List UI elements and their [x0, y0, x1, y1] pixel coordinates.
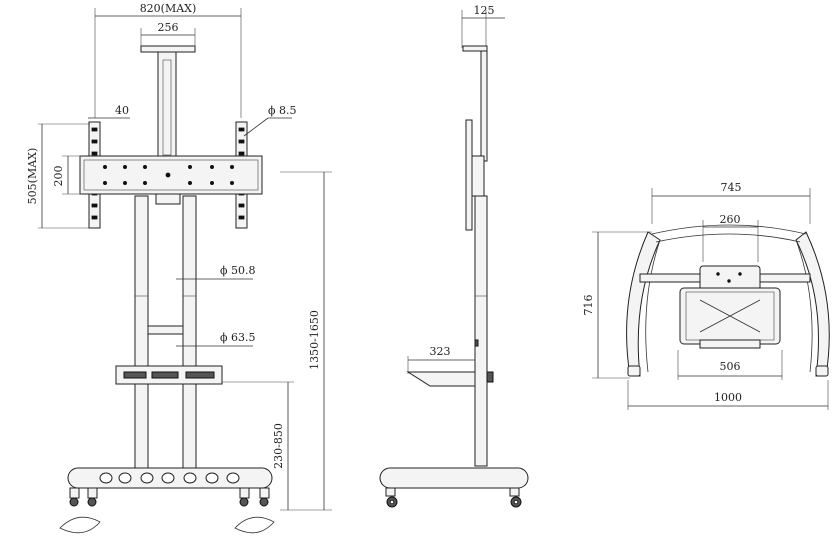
dim-pole-lower: ϕ 63.5: [220, 331, 256, 344]
dim-side-shelf-depth: 323: [430, 345, 451, 358]
dim-base-total-width: 1000: [714, 391, 742, 404]
dim-base-inner-width: 506: [720, 360, 741, 373]
dim-bolt-diameter: ϕ 8.5: [268, 104, 297, 117]
dim-side-top-depth: 125: [474, 4, 495, 17]
base-right-leg: [795, 231, 830, 377]
left-pole: [134, 195, 149, 473]
dim-front-height: 505(MAX): [26, 148, 39, 205]
side-pole: [474, 195, 488, 467]
base-center-hub: [699, 265, 761, 291]
dim-pole-upper: ϕ 50.8: [220, 264, 256, 277]
side-shelf: [406, 371, 476, 387]
side-base: [379, 467, 529, 489]
base-left-leg: [626, 231, 661, 377]
dim-total-height: 1350-1650: [308, 310, 321, 370]
dim-hole-spacing: 200: [52, 166, 65, 187]
front-view: 820(MAX) 256 40 ϕ 8.5: [26, 2, 332, 534]
base-plan-view: 745 260 716: [582, 181, 830, 410]
top-plate: [140, 45, 196, 53]
dim-shelf-height: 230-850: [272, 423, 285, 469]
side-mast: [480, 50, 488, 162]
dim-bracket-offset: 40: [115, 104, 129, 117]
camera-mast: [157, 51, 177, 159]
dim-front-width: 820(MAX): [140, 2, 197, 15]
mounting-rail: [79, 155, 263, 195]
side-view: 125 323: [379, 4, 529, 508]
dim-base-top-width: 745: [721, 181, 742, 194]
dim-top-plate: 256: [158, 21, 179, 34]
side-bracket: [465, 119, 473, 231]
dim-base-depth: 716: [582, 295, 595, 316]
dim-base-center-width: 260: [720, 213, 741, 226]
right-pole: [182, 195, 197, 473]
